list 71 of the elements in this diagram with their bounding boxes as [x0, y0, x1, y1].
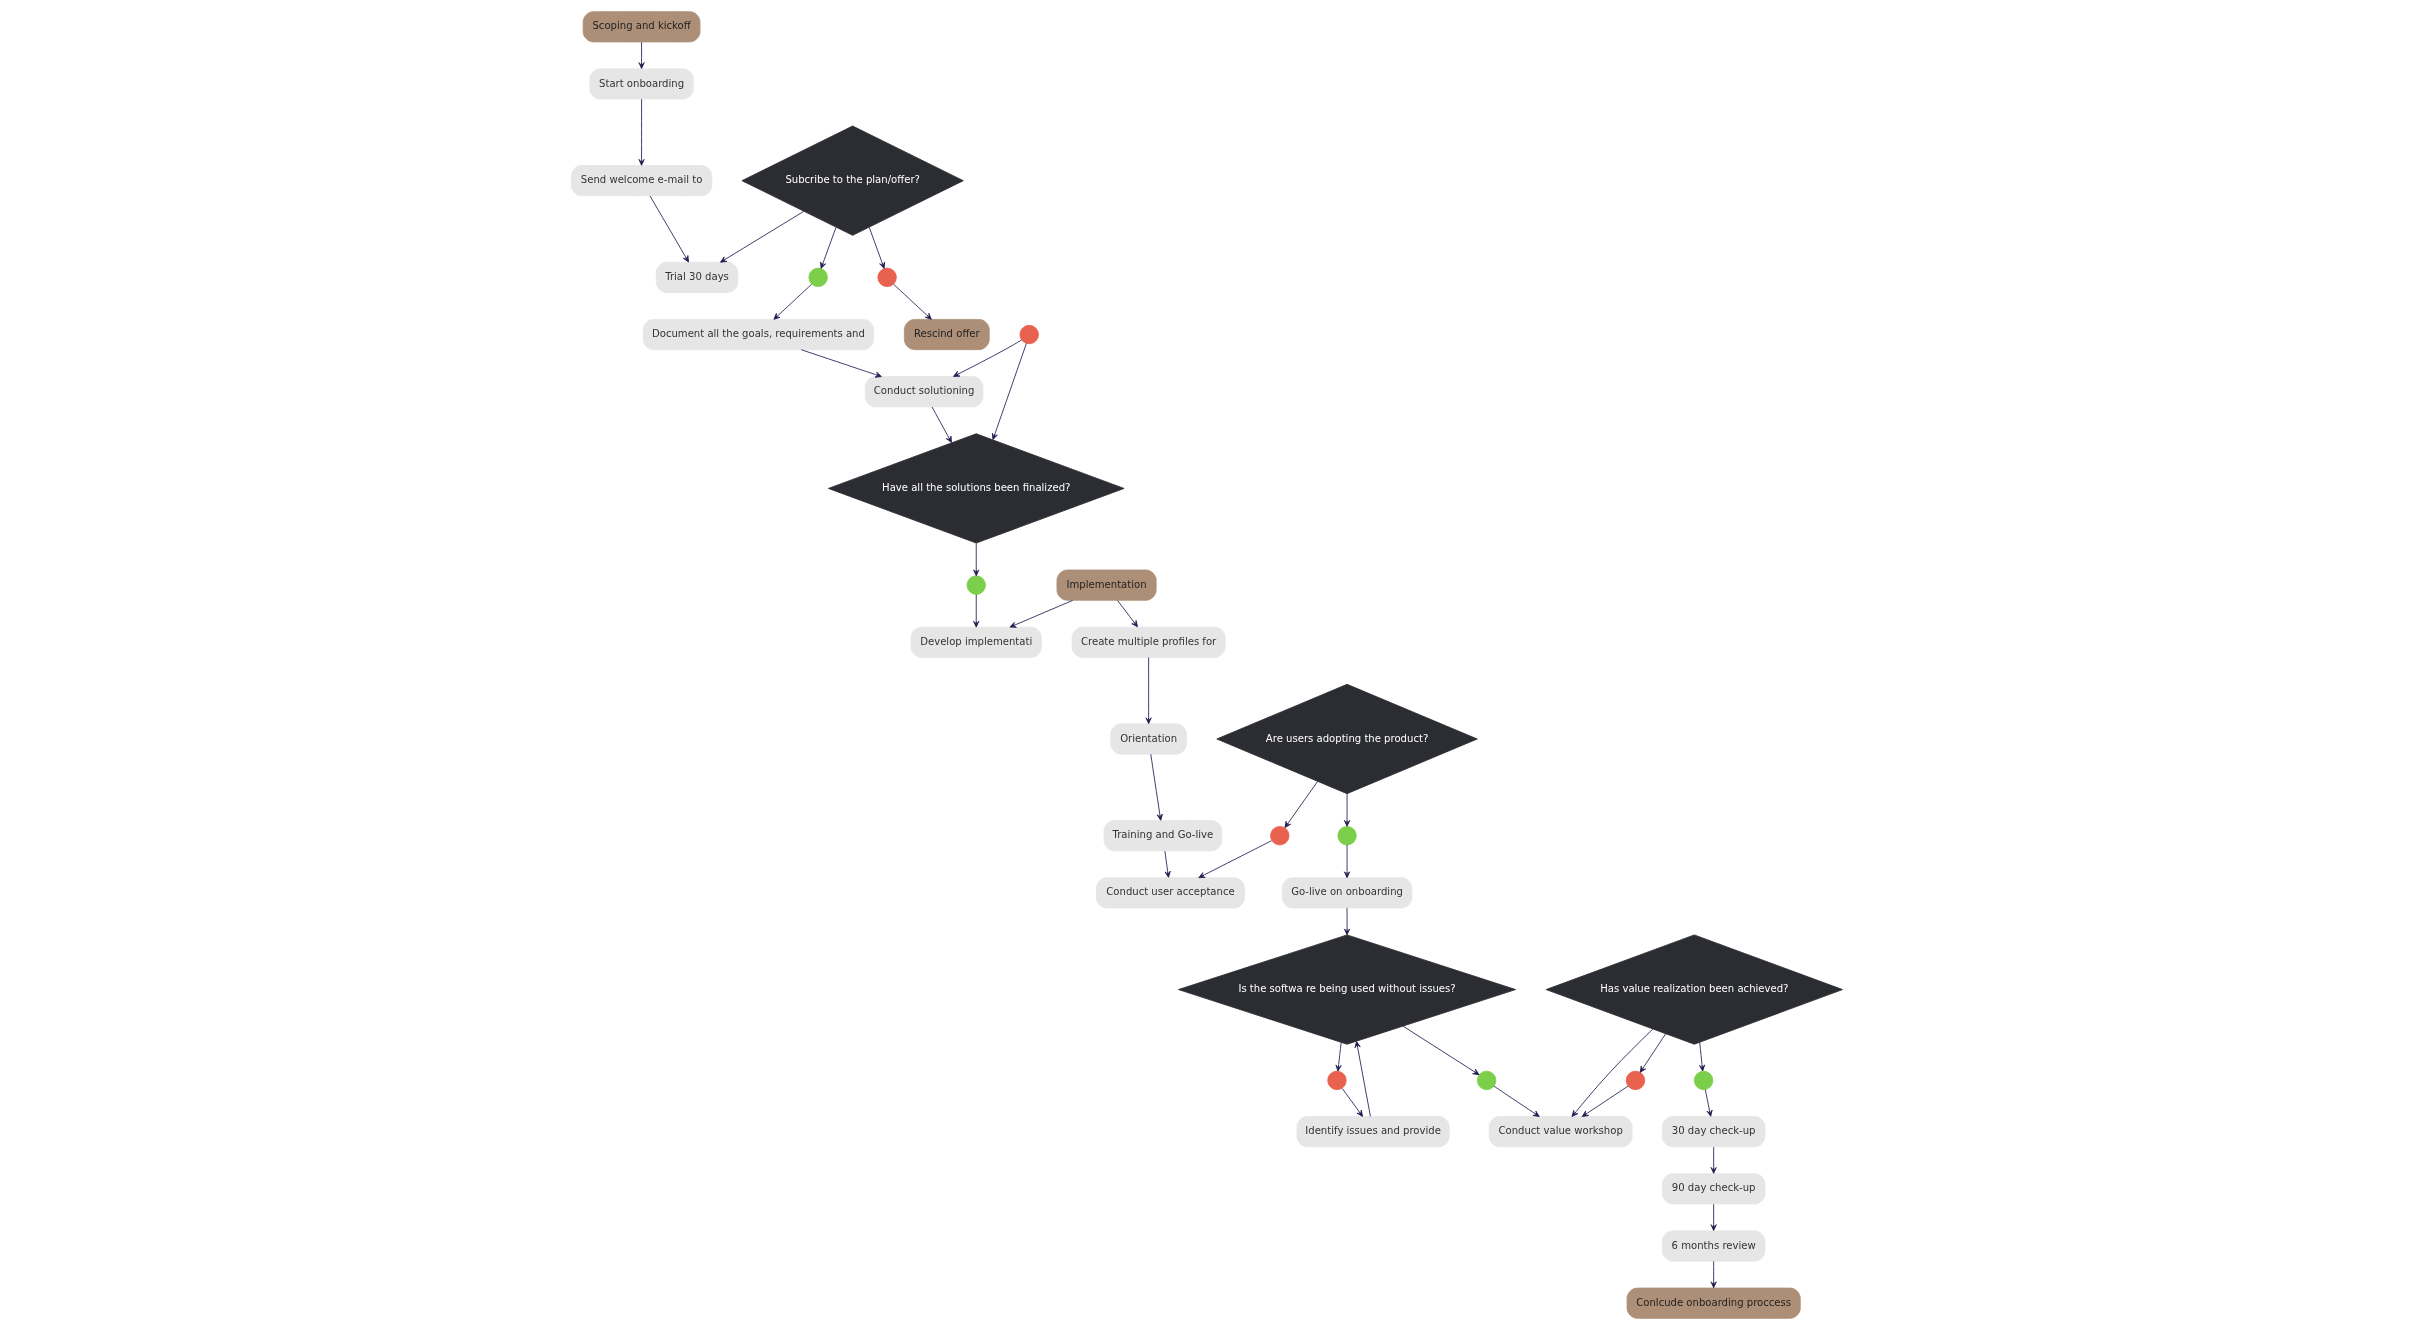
arrow: [991, 343, 1027, 440]
node-box: Training and Go-live: [1103, 820, 1222, 852]
node-box: Implementation: [1056, 569, 1157, 601]
arrow: [1009, 600, 1073, 628]
arrow: [1343, 844, 1350, 879]
arrow: [1710, 1261, 1717, 1289]
arrow: [1571, 1028, 1653, 1117]
arrow: [1710, 1203, 1717, 1231]
arrow: [1335, 1042, 1342, 1072]
arrow: [1343, 907, 1350, 936]
arrow: [1710, 1146, 1717, 1174]
node-box: Trial 30 days: [655, 261, 738, 293]
arrow: [1163, 850, 1171, 878]
arrow: [972, 542, 979, 577]
arrow: [719, 210, 804, 263]
node-circle: [966, 575, 986, 595]
arrow: [1639, 1033, 1666, 1073]
node-box: Document all the goals, requirements and: [642, 319, 874, 351]
arrow: [1493, 1085, 1540, 1117]
node-circle: [1019, 324, 1039, 345]
node-diamond: Are users adopting the product?: [1215, 683, 1478, 795]
node-box: Orientation: [1109, 723, 1187, 755]
arrow: [1704, 1089, 1713, 1117]
arrow: [1341, 1087, 1363, 1117]
node-box: Rescind offer: [903, 319, 990, 351]
node-box: Conlcude onboarding proccess: [1626, 1287, 1801, 1319]
node-box: 6 months review: [1661, 1230, 1765, 1262]
arrow: [1402, 1025, 1479, 1076]
node-circle: [808, 267, 828, 288]
arrow: [972, 593, 979, 628]
arrow: [1698, 1041, 1705, 1072]
arrow: [638, 98, 645, 166]
node-box: Develop implementati: [910, 626, 1042, 658]
arrow: [800, 349, 882, 378]
arrow: [1354, 1041, 1371, 1117]
node-box: Scoping and kickoff: [582, 11, 700, 43]
node-box: Identify issues and provide: [1296, 1116, 1450, 1148]
node-box: Conduct user acceptance: [1095, 877, 1245, 909]
node-box: Conduct solutioning: [864, 376, 983, 408]
node-circle: [1326, 1070, 1347, 1091]
arrow: [1149, 753, 1163, 821]
arrow: [868, 226, 885, 269]
node-circle: [1693, 1070, 1713, 1091]
arrow: [649, 195, 689, 263]
arrow: [638, 41, 645, 69]
arrow: [1116, 600, 1138, 628]
node-circle: [1476, 1070, 1496, 1091]
arrow: [1145, 657, 1152, 724]
node-diamond: Subcribe to the plan/offer?: [741, 125, 964, 236]
node-box: Create multiple profiles for: [1071, 626, 1226, 658]
arrow: [1284, 781, 1318, 829]
node-box: Start onboarding: [588, 68, 694, 100]
node-box: Conduct value workshop: [1488, 1116, 1632, 1148]
arrow: [819, 226, 836, 269]
node-diamond: Has value realization been achieved?: [1545, 934, 1843, 1045]
node-box: 30 day check-up: [1661, 1116, 1765, 1148]
node-box: 90 day check-up: [1661, 1173, 1765, 1205]
node-box: Send welcome e-mail to: [570, 165, 712, 197]
arrow: [952, 339, 1022, 377]
arrow: [931, 406, 952, 443]
node-circle: [1625, 1070, 1645, 1091]
arrow: [892, 283, 932, 320]
node-circle: [1336, 826, 1357, 846]
arrow: [1343, 793, 1350, 827]
node-box: Go-live on onboarding: [1281, 877, 1412, 909]
arrow: [773, 283, 812, 320]
arrow: [1581, 1085, 1628, 1117]
node-diamond: Is the softwa re being used without issues?: [1177, 934, 1516, 1045]
arrow: [1197, 840, 1272, 879]
node-circle: [1269, 826, 1289, 846]
node-circle: [876, 267, 897, 288]
